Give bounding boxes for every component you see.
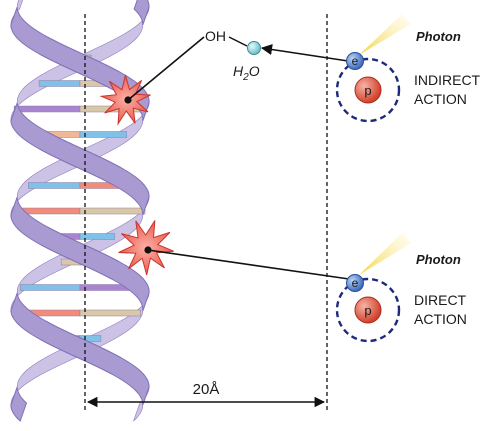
direct-electron-label: e bbox=[352, 276, 359, 290]
base-right-6 bbox=[79, 207, 146, 215]
indirect-atom: p e Photon INDIRECT ACTION bbox=[335, 14, 481, 123]
oh-to-water-bond bbox=[228, 36, 248, 47]
water-label-h: H bbox=[233, 63, 244, 79]
base-left-1 bbox=[38, 80, 81, 87]
base-left-5 bbox=[28, 182, 81, 189]
electron-to-dna-line bbox=[147, 249, 350, 280]
strand-b-segment-1 bbox=[10, 6, 150, 122]
direct-proton bbox=[354, 296, 382, 324]
strand-b-segment-3 bbox=[10, 196, 150, 312]
direct-electron-shell bbox=[335, 277, 401, 343]
direct-atom: p e Photon DIRECT ACTION bbox=[335, 233, 467, 343]
indirect-electron-label: e bbox=[352, 54, 359, 68]
indirect-photon-beam bbox=[359, 14, 411, 55]
indirect-action-label-line2: ACTION bbox=[414, 91, 467, 107]
indirect-electron bbox=[346, 52, 364, 70]
base-pair-10 bbox=[19, 309, 141, 317]
lower-damage-point bbox=[144, 246, 152, 254]
water-label-o: O bbox=[249, 63, 260, 79]
direct-action-label-line1: DIRECT bbox=[414, 292, 467, 308]
distance-label: 20Å bbox=[193, 381, 220, 398]
indirect-proton-label: p bbox=[364, 83, 371, 98]
indirect-electron-shell bbox=[335, 57, 401, 123]
direct-photon-beam bbox=[359, 233, 411, 275]
water-molecule bbox=[247, 41, 261, 55]
indirect-proton bbox=[354, 76, 382, 104]
upper-damage-point bbox=[124, 96, 132, 104]
water-label-subscript: 2 bbox=[242, 72, 249, 83]
water-label: H2O bbox=[233, 63, 260, 83]
base-right-10 bbox=[79, 309, 141, 317]
strand-b-segment-5 bbox=[10, 386, 28, 422]
electron-to-water-arrow bbox=[260, 43, 349, 62]
dna-front-strand bbox=[10, 0, 150, 422]
direct-photon-label: Photon bbox=[416, 252, 461, 267]
direct-proton-label: p bbox=[364, 303, 371, 318]
strand-a-segment-0 bbox=[133, 0, 150, 26]
indirect-action-label-line1: INDIRECT bbox=[414, 72, 481, 88]
oh-radical-bond-line bbox=[127, 36, 205, 101]
direct-action-label-line2: ACTION bbox=[414, 311, 467, 327]
strand-a-segment-2 bbox=[10, 102, 150, 216]
base-pair-6 bbox=[14, 207, 146, 215]
base-pair-9 bbox=[19, 284, 141, 291]
dna-double-helix bbox=[10, 0, 150, 422]
hydroxyl-label: OH bbox=[205, 28, 226, 44]
direct-electron bbox=[346, 274, 364, 292]
base-right-7 bbox=[79, 233, 115, 240]
indirect-photon-label: Photon bbox=[416, 29, 461, 44]
base-left-9 bbox=[19, 284, 81, 291]
base-left-2 bbox=[13, 105, 81, 113]
base-right-3 bbox=[79, 131, 127, 138]
